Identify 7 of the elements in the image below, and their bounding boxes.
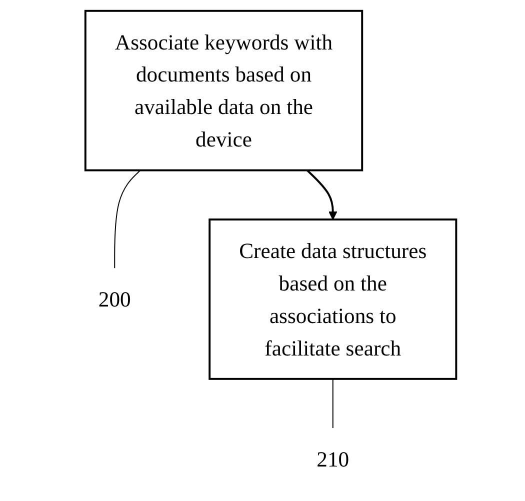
connector [114,170,141,269]
node-box: Associate keywords with documents based on available data on the device [84,10,364,172]
connector [332,378,334,429]
node-text: 200 [98,286,131,312]
arrow [306,170,338,220]
node-text: 210 [316,446,350,472]
node-box: Create data structures based on the associations to facilitate search [208,218,458,380]
